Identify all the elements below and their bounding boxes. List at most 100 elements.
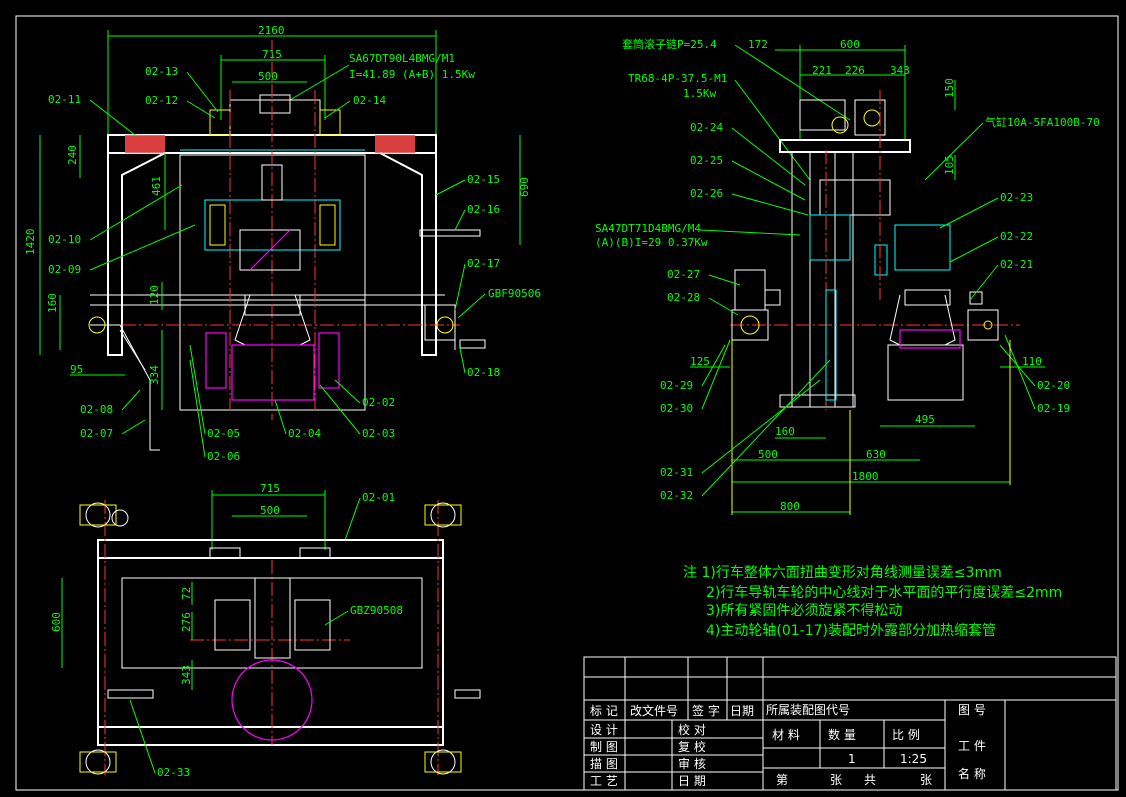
dim-1420: 1420 [24, 229, 37, 256]
tb-audit: 审 核 [678, 756, 706, 771]
note-3: 3)所有紧固件必须旋紧不得松动 [706, 602, 902, 619]
label-02-26: 02-26 [690, 187, 723, 200]
dim-800: 800 [780, 500, 800, 513]
label-02-32: 02-32 [660, 489, 693, 502]
reducer-power: 1.5Kw [683, 87, 716, 100]
dim-461: 461 [150, 176, 163, 196]
chain-sprocket-icon [831, 116, 849, 134]
drive-sprocket-icon [863, 109, 881, 127]
plan-view: 715 500 02-01 600 72 [50, 482, 481, 779]
dim-334: 334 [148, 365, 161, 385]
dim-160: 160 [775, 425, 795, 438]
label-02-08: 02-08 [80, 403, 113, 416]
note-2: 2)行车导轨车轮的中心线对于水平面的平行度误差≤2mm [706, 584, 1062, 601]
right-wheel-icon [436, 316, 454, 334]
left-wheel-icon [88, 316, 106, 334]
label-02-20: 02-20 [1037, 379, 1070, 392]
label-02-19: 02-19 [1037, 402, 1070, 415]
technical-notes: 注 1)行车整体六面扭曲变形对角线测量误差≤3mm 2)行车导轨车轮的中心线对于… [683, 564, 1062, 639]
tb-check: 校 对 [678, 722, 706, 737]
wheel-nw-icon [85, 502, 111, 528]
label-02-29: 02-29 [660, 379, 693, 392]
dim-600: 600 [840, 38, 860, 51]
tb-scale: 比 例 [892, 728, 920, 742]
tb-material: 材 料 [772, 728, 800, 742]
side-motor-spec-1: SA47DT71D4BMG/M4 [595, 222, 701, 235]
dim-343: 343 [890, 64, 910, 77]
label-02-10: 02-10 [48, 233, 81, 246]
tb-scale-value: 1:25 [900, 752, 927, 766]
dim-95: 95 [70, 363, 83, 376]
tb-mark: 标 记 [590, 704, 618, 718]
label-02-28: 02-28 [667, 291, 700, 304]
plan-dim-500: 500 [260, 504, 280, 517]
tb-date2: 日 期 [678, 774, 706, 788]
drawing-border [15, 15, 1119, 791]
plan-dim-343: 343 [180, 665, 193, 685]
std-part-gbz: GBZ90508 [350, 604, 403, 617]
travel-wheel-icon [740, 315, 760, 335]
chain-spec: 套筒滚子链P=25.4 [622, 37, 717, 51]
label-02-30: 02-30 [660, 402, 693, 415]
plan-dim-72: 72 [180, 587, 193, 600]
note-1: 注 1)行车整体六面扭曲变形对角线测量误差≤3mm [683, 564, 1002, 581]
tb-workpiece: 工 件 [958, 739, 986, 753]
label-02-09: 02-09 [48, 263, 81, 276]
plan-hoist-circle [231, 659, 313, 741]
wheel-ne-icon [430, 502, 456, 528]
reducer-spec: TR68-4P-37.5-M1 [628, 72, 727, 85]
label-02-02: 02-02 [362, 396, 395, 409]
label-02-23: 02-23 [1000, 191, 1033, 204]
dim-630: 630 [866, 448, 886, 461]
front-view: 2160 715 500 SA67DT90L4BMG/M1 I=41.89 (A… [24, 24, 541, 463]
label-02-17: 02-17 [467, 257, 500, 270]
note-4: 4)主动轮轴(01-17)装配时外露部分加热缩套管 [706, 623, 996, 639]
label-02-11: 02-11 [48, 93, 81, 106]
wheel-se-icon [430, 749, 456, 775]
dim-240: 240 [66, 145, 79, 165]
tb-process: 工 艺 [590, 774, 618, 788]
wheel-sw-icon [85, 749, 111, 775]
tb-qty-value: 1 [848, 752, 856, 766]
tb-sheet: 第 [776, 773, 788, 787]
title-block: 标 记 改文件号 签 字 日期 设 计 校 对 制 图 复 校 描 图 审 核 … [583, 656, 1117, 791]
tb-review: 复 校 [678, 739, 706, 754]
dim-120: 120 [148, 285, 161, 305]
tb-total-unit: 张 [920, 773, 932, 787]
cylinder-spec: 气缸10A-5FA100B-70 [985, 115, 1100, 129]
tb-assembly-code: 所属装配图代号 [766, 703, 850, 717]
std-part-gbf: GBF90506 [488, 287, 541, 300]
motor-spec-1: SA67DT90L4BMG/M1 [349, 52, 455, 65]
label-02-24: 02-24 [690, 121, 723, 134]
label-02-31: 02-31 [660, 466, 693, 479]
dim-160: 160 [46, 293, 59, 313]
motor-spec-2: I=41.89 (A+B) 1.5Kw [349, 68, 475, 81]
dim-110: 110 [1022, 355, 1042, 368]
dim-2160: 2160 [258, 24, 285, 37]
label-02-12: 02-12 [145, 94, 178, 107]
dim-125: 125 [690, 355, 710, 368]
label-02-06: 02-06 [207, 450, 240, 463]
tb-name: 名 称 [958, 766, 986, 781]
dim-221: 221 [812, 64, 832, 77]
tb-trace: 描 图 [590, 757, 618, 771]
plan-dim-600: 600 [50, 612, 63, 632]
side-motor-spec-2: (A)(B)I=29 0.37Kw [595, 236, 708, 249]
dim-150: 150 [943, 78, 956, 98]
plan-dim-276: 276 [180, 612, 193, 632]
label-02-05: 02-05 [207, 427, 240, 440]
label-02-15: 02-15 [467, 173, 500, 186]
tb-change-doc: 改文件号 [630, 703, 678, 718]
tb-date: 日期 [730, 704, 754, 718]
tb-design: 设 计 [590, 723, 618, 737]
dim-226: 226 [845, 64, 865, 77]
label-02-16: 02-16 [467, 203, 500, 216]
label-02-07: 02-07 [80, 427, 113, 440]
label-02-03: 02-03 [362, 427, 395, 440]
label-02-04: 02-04 [288, 427, 321, 440]
label-02-13: 02-13 [145, 65, 178, 78]
label-02-22: 02-22 [1000, 230, 1033, 243]
dim-715: 715 [262, 48, 282, 61]
tb-sheet-unit: 张 [830, 773, 842, 787]
